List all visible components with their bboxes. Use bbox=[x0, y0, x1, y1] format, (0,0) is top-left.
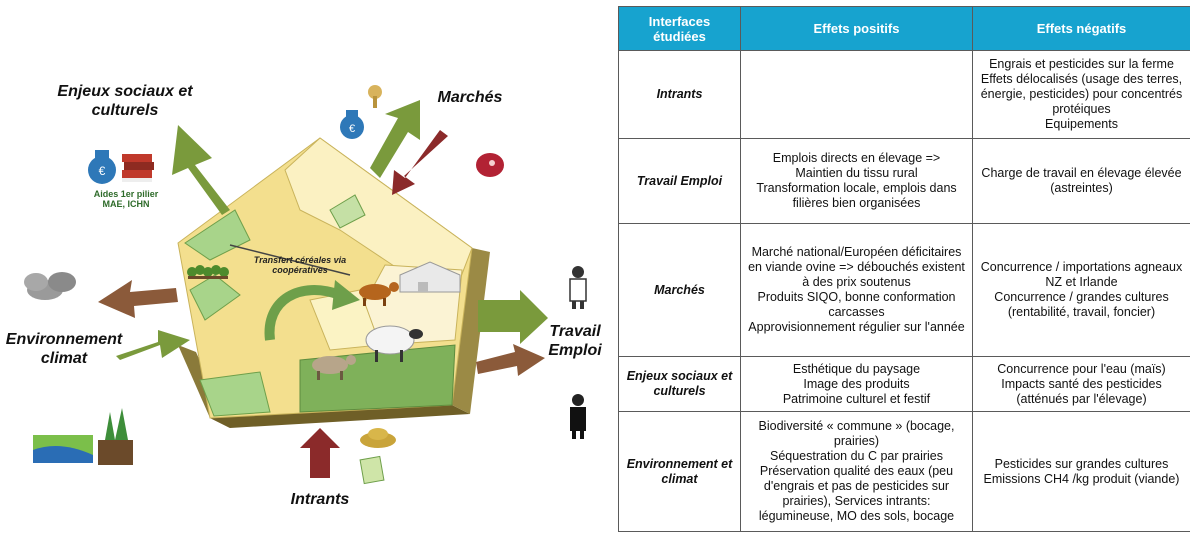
crop-icon bbox=[98, 408, 133, 465]
negative-cell: Charge de travail en élevage élevée (ast… bbox=[972, 138, 1190, 224]
label-aids: Aides 1er pilier MAE, ICHN bbox=[93, 189, 159, 209]
landscape-icon bbox=[33, 435, 93, 463]
money-bag-icon: € bbox=[88, 150, 116, 184]
table-header-row: Interfaces étudiées Effets positifs Effe… bbox=[618, 6, 1190, 51]
cell-line: Esthétique du paysage bbox=[792, 361, 921, 376]
arrow-work-out bbox=[478, 290, 548, 344]
label-environment: Environnement climat bbox=[5, 331, 123, 368]
table-row: Intrants Engrais et pesticides sur la fe… bbox=[618, 50, 1190, 139]
label-work: Travail Emploi bbox=[548, 323, 602, 360]
effects-table-container: Interfaces étudiées Effets positifs Effe… bbox=[618, 6, 1190, 537]
meadow-bottom-left bbox=[199, 371, 271, 417]
cell-line: Séquestration du C par prairies bbox=[769, 449, 943, 463]
meadow-strip bbox=[329, 194, 366, 229]
cell-line: Transformation locale, emplois dans fili… bbox=[756, 181, 957, 210]
transfer-line bbox=[229, 244, 351, 276]
effects-table: Interfaces étudiées Effets positifs Effe… bbox=[618, 6, 1190, 532]
table-row: Travail Emploi Emplois directs en élevag… bbox=[618, 138, 1190, 224]
header-positive: Effets positifs bbox=[740, 6, 973, 51]
label-transfer: Transfert céréales via coopératives bbox=[253, 255, 347, 276]
arrow-markets-out bbox=[370, 100, 420, 178]
barn-icon bbox=[399, 261, 461, 293]
sheep-icon bbox=[365, 325, 423, 362]
cloud-icon bbox=[24, 272, 76, 300]
cell-line: Pesticides sur grandes cultures bbox=[994, 456, 1169, 471]
cell-line: Emplois directs en élevage => bbox=[772, 151, 941, 165]
cell-line: Patrimoine culturel et festif bbox=[782, 391, 931, 406]
cell-line: Effets délocalisés (usage des terres, én… bbox=[980, 72, 1183, 116]
interface-cell: Intrants bbox=[618, 50, 741, 139]
negative-cell: Engrais et pesticides sur la ferme Effet… bbox=[972, 50, 1190, 139]
arrow-environment-in bbox=[116, 330, 190, 360]
field-top-right bbox=[284, 137, 473, 301]
table-row: Enjeux sociaux et culturels Esthétique d… bbox=[618, 356, 1190, 412]
negative-cell: Pesticides sur grandes cultures Emission… bbox=[972, 411, 1190, 532]
farmer-icon bbox=[569, 266, 587, 309]
meat-icon bbox=[476, 153, 504, 177]
cell-line: Impacts santé des pesticides (atténués p… bbox=[1001, 376, 1162, 406]
cell-line: Produits SIQO, bonne conformation carcas… bbox=[757, 290, 956, 319]
interface-cell: Marchés bbox=[618, 223, 741, 357]
label-markets: Marchés bbox=[437, 89, 503, 106]
interface-cell: Enjeux sociaux et culturels bbox=[618, 356, 741, 412]
cell-line: Marché national/Européen déficitaires en… bbox=[748, 245, 965, 289]
positive-cell bbox=[740, 50, 973, 139]
pentagon-side-right bbox=[452, 248, 490, 414]
cell-line: Image des produits bbox=[803, 376, 910, 391]
interface-cell: Environnement et climat bbox=[618, 411, 741, 532]
cow-icon bbox=[359, 282, 399, 306]
transfer-arrowhead bbox=[332, 280, 360, 310]
arrow-work-out-2 bbox=[476, 344, 545, 376]
cell-line: Concurrence / grandes cultures (rentabil… bbox=[994, 290, 1169, 319]
cell-line: Equipements bbox=[1045, 117, 1118, 131]
trees-icon bbox=[187, 265, 229, 279]
books-icon bbox=[122, 154, 154, 182]
cell-line: Engrais et pesticides sur la ferme bbox=[989, 57, 1174, 71]
positive-cell: Esthétique du paysage Image des produits… bbox=[740, 356, 973, 412]
positive-cell: Emplois directs en élevage => Maintien d… bbox=[740, 138, 973, 224]
cell-line: Charge de travail en élevage élevée (ast… bbox=[981, 166, 1182, 195]
label-inputs: Intrants bbox=[290, 491, 350, 508]
cell-line: Maintien du tissu rural bbox=[795, 166, 918, 180]
negative-cell: Concurrence pour l'eau (maïs) Impacts sa… bbox=[972, 356, 1190, 412]
label-social: Enjeux sociaux et culturels bbox=[57, 83, 193, 120]
cell-line: Préservation qualité des eaux (peu d'eng… bbox=[758, 464, 955, 523]
table-row: Environnement et climat Biodiversité « c… bbox=[618, 411, 1190, 532]
table-row: Marchés Marché national/Européen déficit… bbox=[618, 223, 1190, 357]
positive-cell: Marché national/Européen déficitaires en… bbox=[740, 223, 973, 357]
meadow-left bbox=[189, 274, 241, 321]
svg-text:€: € bbox=[349, 123, 355, 135]
cell-line: Biodiversité « commune » (bocage, prairi… bbox=[758, 419, 955, 448]
negative-cell: Concurrence / importations agneaux NZ et… bbox=[972, 223, 1190, 357]
cell-line: Concurrence / importations agneaux NZ et… bbox=[980, 260, 1183, 289]
rattle-icon bbox=[368, 85, 382, 108]
diagram-canvas: € € bbox=[24, 85, 587, 485]
grain-pile-icon bbox=[360, 428, 396, 448]
money-bag-markets-icon: € bbox=[340, 110, 364, 139]
cell-line: Approvisionnement régulier sur l'année bbox=[748, 320, 965, 334]
header-negative: Effets négatifs bbox=[972, 6, 1190, 51]
fertilizer-bag-icon bbox=[359, 455, 385, 485]
cell-line: Emissions CH4 /kg produit (viande) bbox=[983, 471, 1180, 486]
meadow-top-left bbox=[184, 209, 251, 261]
farm-system-diagram: € € bbox=[5, 83, 602, 508]
cow-icon-bottom bbox=[312, 355, 356, 380]
arrow-social-out bbox=[172, 125, 230, 215]
transfer-arrow bbox=[264, 285, 342, 341]
cell-line: Concurrence pour l'eau (maïs) bbox=[997, 361, 1166, 376]
positive-cell: Biodiversité « commune » (bocage, prairi… bbox=[740, 411, 973, 532]
worker-icon bbox=[570, 394, 586, 439]
svg-text:€: € bbox=[99, 164, 106, 178]
arrow-inputs-in bbox=[300, 428, 340, 478]
arrow-markets-in bbox=[392, 130, 448, 195]
arrow-environment-out bbox=[98, 280, 178, 318]
header-interfaces: Interfaces étudiées bbox=[618, 6, 741, 51]
pentagon-side-bottom bbox=[210, 405, 470, 428]
interface-cell: Travail Emploi bbox=[618, 138, 741, 224]
